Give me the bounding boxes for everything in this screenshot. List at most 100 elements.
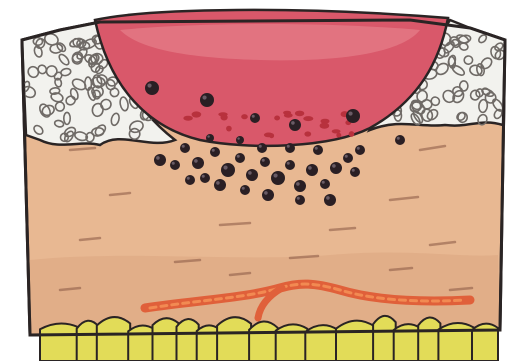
inflammatory-cell-highlight [237, 155, 240, 158]
red-cell [349, 131, 355, 137]
red-cell [221, 114, 228, 120]
inflammatory-cell [289, 119, 301, 131]
inflammatory-cell-highlight [252, 115, 255, 118]
inflammatory-cell [200, 173, 210, 183]
red-cell [304, 131, 311, 136]
inflammatory-cell [250, 113, 260, 123]
inflammatory-cell [214, 179, 226, 191]
fat-lobule [373, 316, 396, 361]
inflammatory-cell [257, 143, 267, 153]
red-cell [320, 123, 330, 129]
inflammatory-cell [235, 153, 245, 163]
inflammatory-cell-highlight [262, 159, 265, 162]
inflammatory-cell [240, 185, 250, 195]
inflammatory-cell-highlight [259, 145, 262, 148]
inflammatory-cell [206, 134, 214, 142]
inflammatory-cell-highlight [156, 156, 160, 160]
red-cell [284, 113, 293, 118]
fat-lobule [128, 325, 154, 361]
inflammatory-cell-highlight [202, 95, 206, 99]
inflammatory-cell-highlight [326, 196, 330, 200]
inflammatory-cell [221, 163, 235, 177]
fat-lobule [197, 325, 219, 361]
inflammatory-cell-highlight [322, 181, 325, 184]
inflammatory-cell-highlight [194, 159, 198, 163]
inflammatory-cell [343, 153, 353, 163]
inflammatory-cell [346, 109, 360, 123]
inflammatory-cell [145, 81, 159, 95]
fat-lobule [177, 319, 199, 361]
fat-lobule [418, 318, 440, 361]
inflammatory-cell-highlight [348, 111, 352, 115]
inflammatory-cell-highlight [182, 145, 185, 148]
red-cell [226, 126, 232, 132]
inflammatory-cell [236, 136, 244, 144]
fat-lobule [77, 321, 99, 361]
inflammatory-cell-highlight [287, 145, 290, 148]
fat-lobule [336, 321, 375, 361]
inflammatory-cell [330, 162, 342, 174]
red-cell [269, 133, 274, 138]
inflammatory-cell [295, 195, 305, 205]
inflammatory-cell-highlight [264, 191, 268, 195]
inflammatory-cell [320, 179, 330, 189]
inflammatory-cell [324, 194, 336, 206]
inflammatory-cell [350, 167, 360, 177]
inflammatory-cell [306, 164, 318, 176]
inflammatory-cell [185, 175, 195, 185]
inflammatory-cell [192, 157, 204, 169]
inflammatory-cell-highlight [315, 147, 318, 150]
red-cell [336, 133, 341, 138]
red-cell [192, 111, 202, 117]
inflammatory-cell [271, 171, 285, 185]
inflammatory-cell [285, 143, 295, 153]
inflammatory-cell [395, 135, 405, 145]
inflammatory-cell-highlight [296, 182, 300, 186]
inflammatory-cell-highlight [273, 173, 277, 177]
red-cell [295, 111, 304, 117]
inflammatory-cell-highlight [287, 162, 290, 165]
inflammatory-cell-highlight [212, 149, 215, 152]
inflammatory-cell-highlight [308, 166, 312, 170]
fat-lobule [217, 317, 251, 361]
inflammatory-cell [262, 189, 274, 201]
inflammatory-cell [313, 145, 323, 155]
inflammatory-cell-highlight [202, 175, 205, 178]
fat-lobule [97, 317, 130, 361]
inflammatory-cell [154, 154, 166, 166]
inflammatory-cell-highlight [357, 147, 360, 150]
inflammatory-cell-highlight [207, 135, 209, 137]
inflammatory-cell-highlight [291, 121, 295, 125]
subcutaneous-fat [40, 316, 498, 361]
red-cell [332, 129, 341, 133]
inflammatory-cell [294, 180, 306, 192]
inflammatory-cell-highlight [237, 137, 239, 139]
inflammatory-cell-highlight [397, 137, 400, 140]
inflammatory-cell-highlight [147, 83, 151, 87]
inflammatory-cell-highlight [332, 164, 336, 168]
red-cell [241, 114, 248, 119]
inflammatory-cell-highlight [187, 177, 190, 180]
inflammatory-cell [200, 93, 214, 107]
red-cell [183, 116, 192, 121]
inflammatory-cell [170, 160, 180, 170]
inflammatory-cell [246, 169, 258, 181]
inflammatory-cell [210, 147, 220, 157]
inflammatory-cell-highlight [216, 181, 220, 185]
fat-lobule [438, 323, 474, 361]
inflammatory-cell [260, 157, 270, 167]
inflammatory-cell-highlight [345, 155, 348, 158]
fat-lobule [153, 318, 179, 361]
red-cell [274, 116, 280, 121]
fat-lobule [276, 324, 308, 361]
inflammatory-cell-highlight [352, 169, 355, 172]
fat-lobule [40, 323, 79, 361]
inflammatory-cell-highlight [297, 197, 300, 200]
inflammatory-cell-highlight [242, 187, 245, 190]
inflammatory-cell [355, 145, 365, 155]
inflammatory-cell-highlight [172, 162, 175, 165]
inflammatory-cell [180, 143, 190, 153]
fat-lobule [249, 322, 278, 361]
